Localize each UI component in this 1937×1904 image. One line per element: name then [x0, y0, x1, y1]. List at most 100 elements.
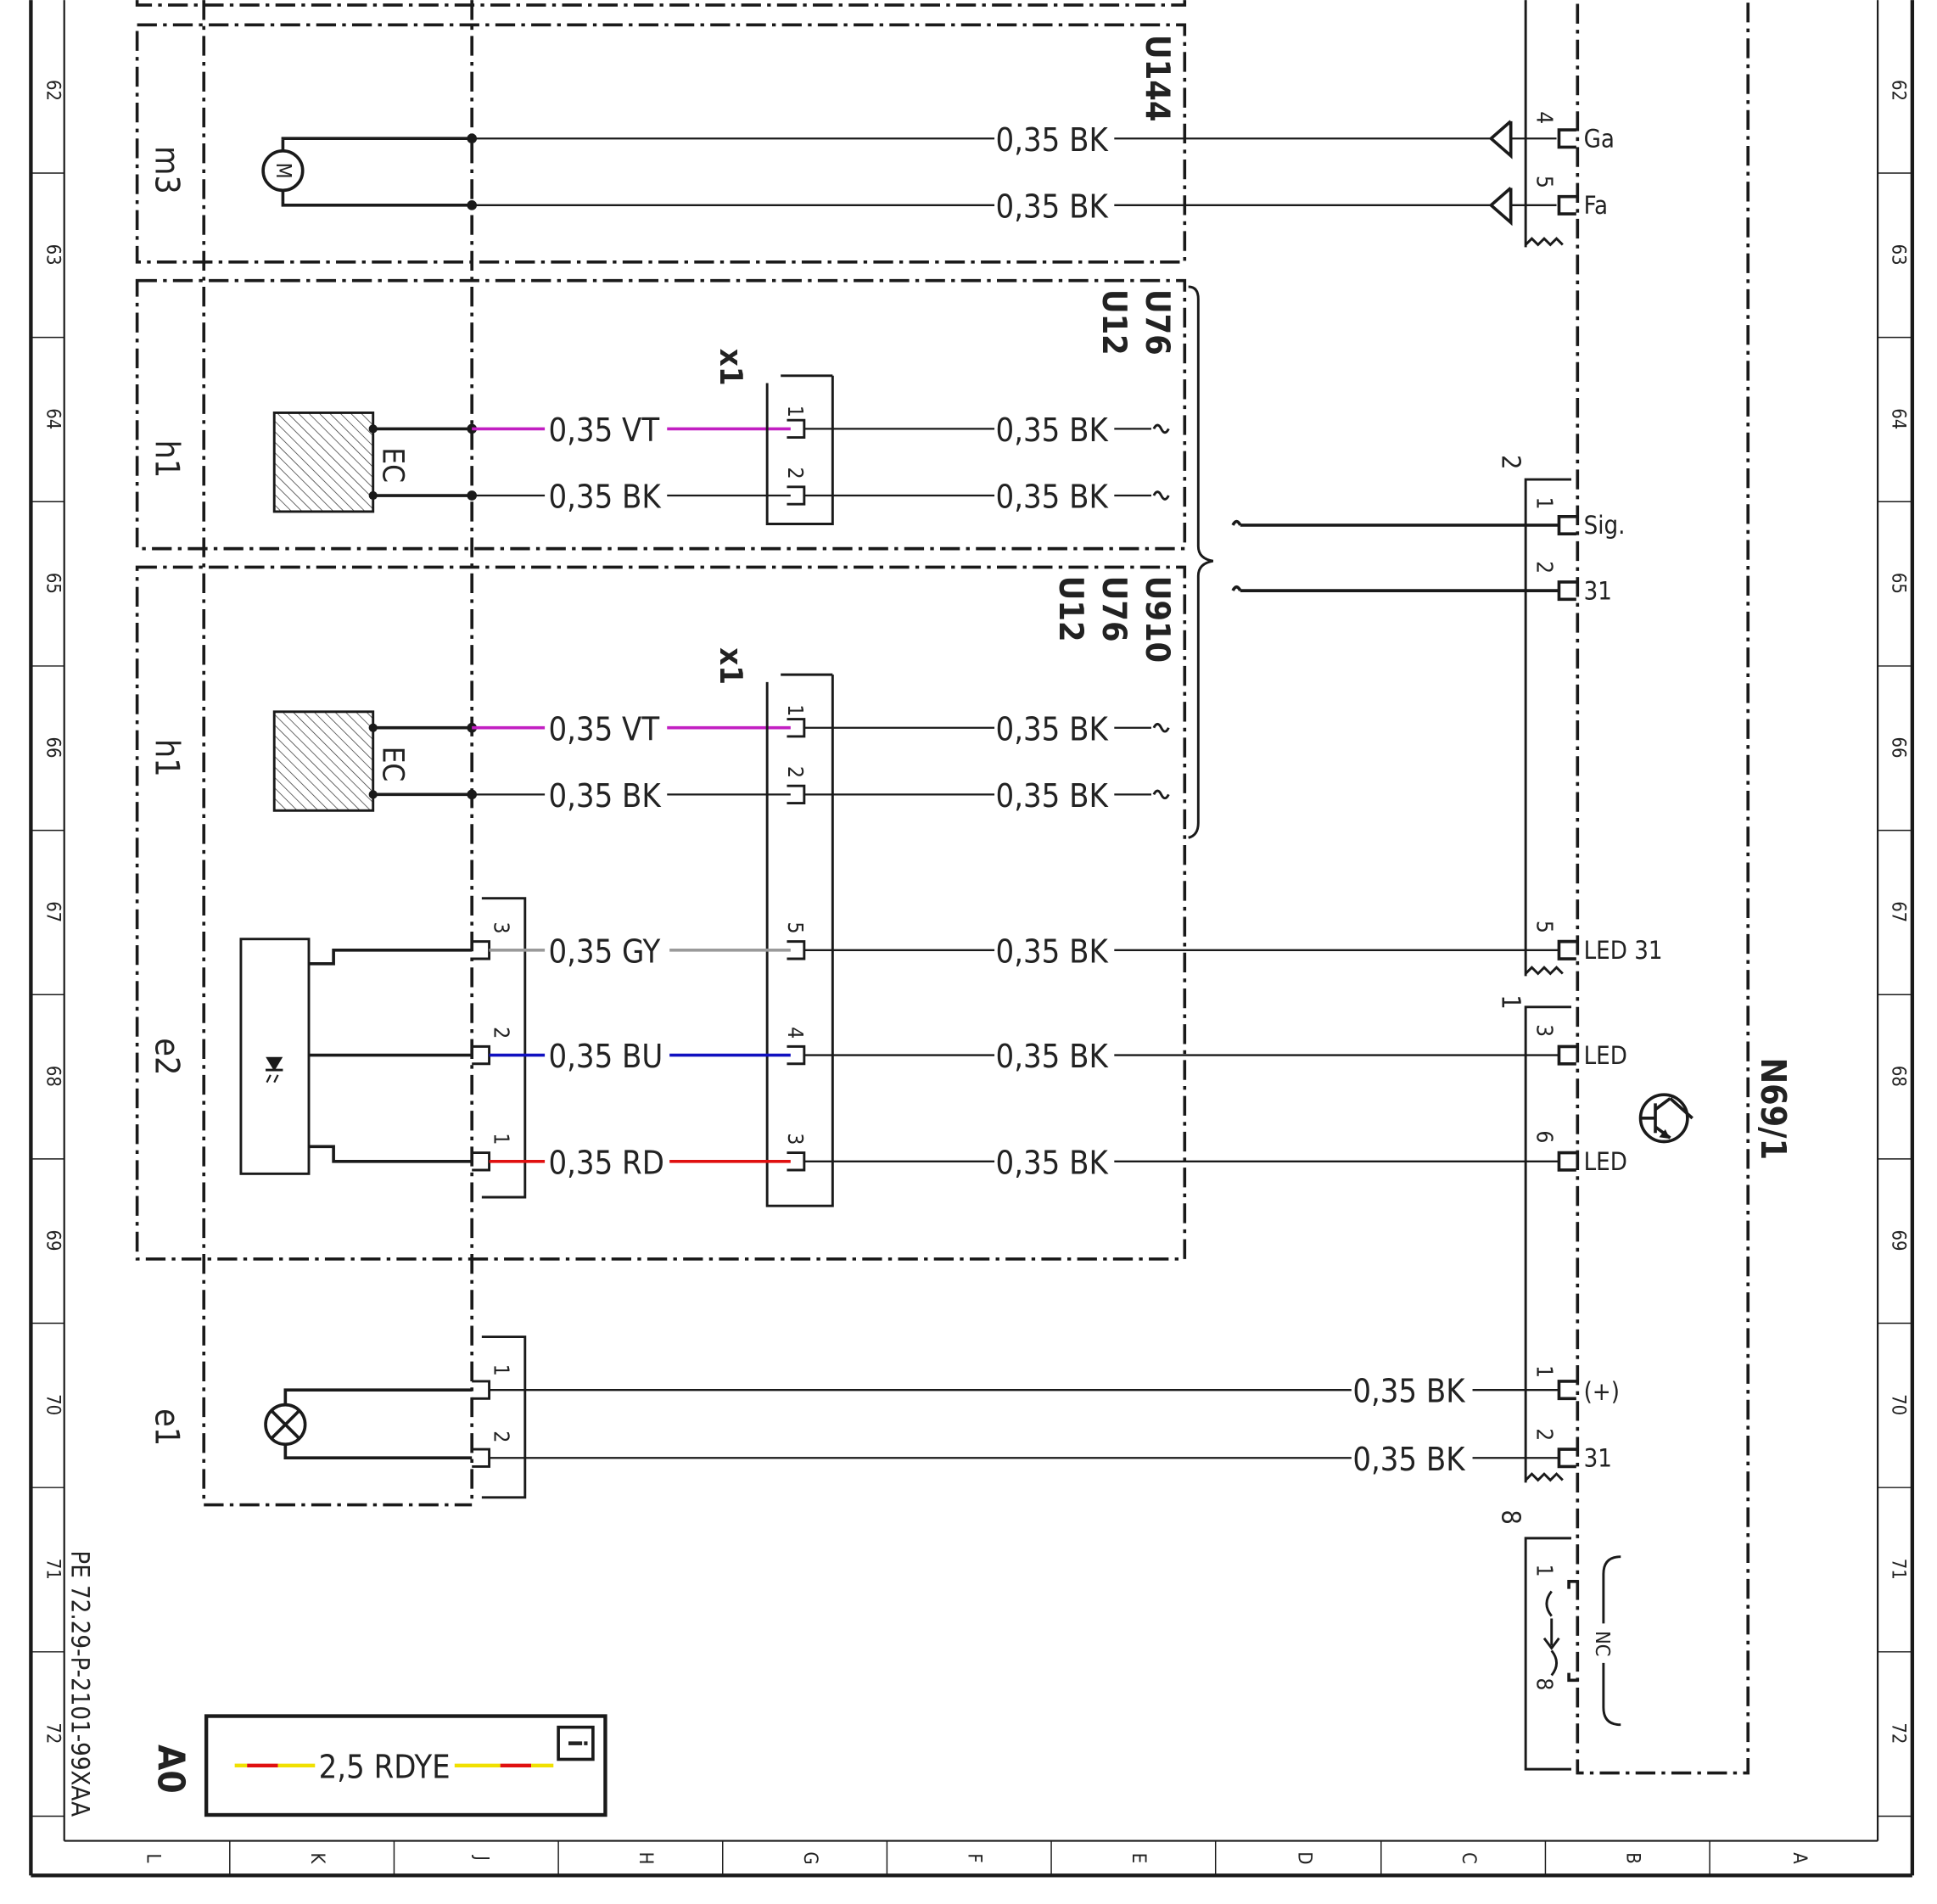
component-label-e1: e1: [147, 1408, 185, 1446]
info-icon[interactable]: [557, 1725, 595, 1761]
color-legend: 2,5 RDYE i: [204, 1714, 607, 1817]
pin-x1b-4: 4: [783, 1027, 808, 1039]
column-ruler: [229, 1840, 1710, 1876]
enclosure-boxes: [135, 0, 1750, 1775]
pin-e2-3: 3: [489, 921, 513, 933]
wire-label-h1a-vt: 0,35 VT: [548, 412, 659, 449]
row-number-63-left: 63: [42, 244, 63, 266]
wire-label-h1a-bk: 0,35 BK: [548, 479, 662, 516]
pin-n69-6: 6: [1531, 1130, 1556, 1143]
pin-n69-3: 3: [1531, 1024, 1556, 1037]
transistor-icon: [1638, 1093, 1693, 1144]
row-number-62-right: 62: [1888, 80, 1909, 101]
row-number-68-right: 68: [1888, 1066, 1909, 1087]
row-number-63-right: 63: [1888, 244, 1909, 266]
signal-plus: (+): [1584, 1377, 1620, 1406]
enclosure-label-u76-b: U76: [1094, 576, 1133, 642]
pin-e2-2: 2: [489, 1027, 513, 1039]
row-number-66-left: 66: [42, 737, 63, 759]
pin-n69-8-8: 8: [1531, 1677, 1556, 1690]
wire-label-h1a-out2: 0,35 BK: [996, 479, 1110, 516]
wire-label-e1-plus: 0,35 BK: [1352, 1373, 1466, 1410]
wire-label-h1b-out1: 0,35 BK: [996, 710, 1110, 748]
signal-31-b: 31: [1584, 1443, 1612, 1472]
sheet-frame: [29, 0, 1915, 1878]
pin-n69-5b: 5: [1531, 921, 1556, 933]
row-number-72-right: 72: [1888, 1722, 1909, 1744]
ec-element-top-icon: [272, 412, 375, 513]
wire-label-e2-out-rd: 0,35 BK: [996, 1144, 1110, 1181]
wire-label-m3-fa: 0,35 BK: [996, 188, 1110, 225]
pin-n69-2-2: 2: [1531, 561, 1556, 574]
wire-label-e2-rd: 0,35 RD: [548, 1144, 663, 1181]
e2-led-element: [239, 897, 527, 1199]
pin-n69-4: 4: [1531, 111, 1556, 124]
pin-x1t-2: 2: [783, 468, 808, 479]
row-number-66-right: 66: [1888, 737, 1909, 759]
signal-led-31: LED 31: [1584, 936, 1663, 965]
e1-bulb: [264, 1336, 1559, 1499]
pin-n69-1b: 1: [1531, 1365, 1556, 1378]
row-number-69-left: 69: [42, 1229, 63, 1251]
pin-n69-5: 5: [1531, 176, 1556, 188]
column-letter-H: H: [635, 1852, 656, 1865]
wire-label-e2-bu: 0,35 BU: [548, 1038, 663, 1075]
pin-e1-1: 1: [489, 1364, 513, 1376]
signal-sig: Sig.: [1584, 511, 1626, 540]
wire-label-e1-31: 0,35 BK: [1352, 1441, 1466, 1478]
connector-label-x1-top: x1: [713, 349, 749, 386]
enclosure-label-u12: U12: [1094, 289, 1133, 356]
motor-letter: M: [272, 162, 296, 178]
connector-num-2: 2: [1495, 455, 1525, 470]
enclosure-label-u910: U910: [1138, 576, 1176, 664]
column-letter-D: D: [1293, 1851, 1314, 1864]
pin-x1b-2: 2: [783, 766, 808, 778]
column-letter-F: F: [964, 1853, 985, 1862]
connector-label-x1-bottom: x1: [713, 647, 749, 685]
row-number-70-right: 70: [1888, 1394, 1909, 1415]
info-icon-glyph: i: [563, 1739, 591, 1747]
component-label-e2: e2: [147, 1038, 185, 1075]
row-number-64-left: 64: [42, 408, 63, 429]
signal-led-a: LED: [1584, 1041, 1627, 1070]
ec-element-bottom-icon: [272, 710, 375, 812]
document-id: PE 72.29-P-2101-99XAA: [65, 1550, 94, 1817]
signal-led-b: LED: [1584, 1147, 1627, 1176]
column-letter-J: J: [471, 1855, 492, 1861]
m3-motor: M: [261, 133, 478, 210]
pin-n69-2b: 2: [1531, 1428, 1556, 1441]
signal-fa: Fa: [1584, 191, 1608, 220]
module-label-n69-1: N69/1: [1753, 1057, 1794, 1160]
enclosure-label-u144: U144: [1138, 35, 1176, 122]
wire-label-m3-ga: 0,35 BK: [996, 121, 1110, 159]
wire-label-h1b-bk: 0,35 BK: [548, 777, 662, 815]
h1-bottom-element: [272, 710, 791, 812]
e2-colored-wires: [489, 948, 791, 1163]
pin-x1b-3: 3: [783, 1133, 808, 1145]
pin-n69-8-1: 1: [1531, 1564, 1556, 1576]
column-letter-C: C: [1458, 1852, 1479, 1864]
led-icon: [266, 1056, 283, 1084]
nc-switch: [1542, 1555, 1621, 1727]
n69-terminals: [1557, 128, 1579, 1683]
row-number-68-left: 68: [42, 1066, 63, 1087]
m3-wires: [472, 137, 1492, 207]
n69-connector-brackets: [1524, 0, 1572, 1771]
row-number-62-left: 62: [42, 80, 63, 101]
brace-out-wires: [1231, 519, 1559, 592]
x1-top-connector: [765, 374, 1170, 525]
column-letter-B: B: [1622, 1852, 1643, 1863]
row-number-71-left: 71: [42, 1559, 63, 1580]
pin-x1b-1: 1: [783, 704, 808, 716]
row-number-70-left: 70: [42, 1394, 63, 1415]
legend-text: 2,5 RDYE: [319, 1748, 451, 1785]
column-letter-K: K: [306, 1853, 327, 1865]
signal-nc: NC: [1591, 1631, 1614, 1656]
pin-x1b-5: 5: [783, 921, 808, 933]
signal-31-a: 31: [1584, 576, 1612, 605]
ec-label-top: EC: [375, 447, 409, 483]
wedge-terminals: [1488, 120, 1557, 227]
pin-x1t-1: 1: [783, 406, 808, 417]
